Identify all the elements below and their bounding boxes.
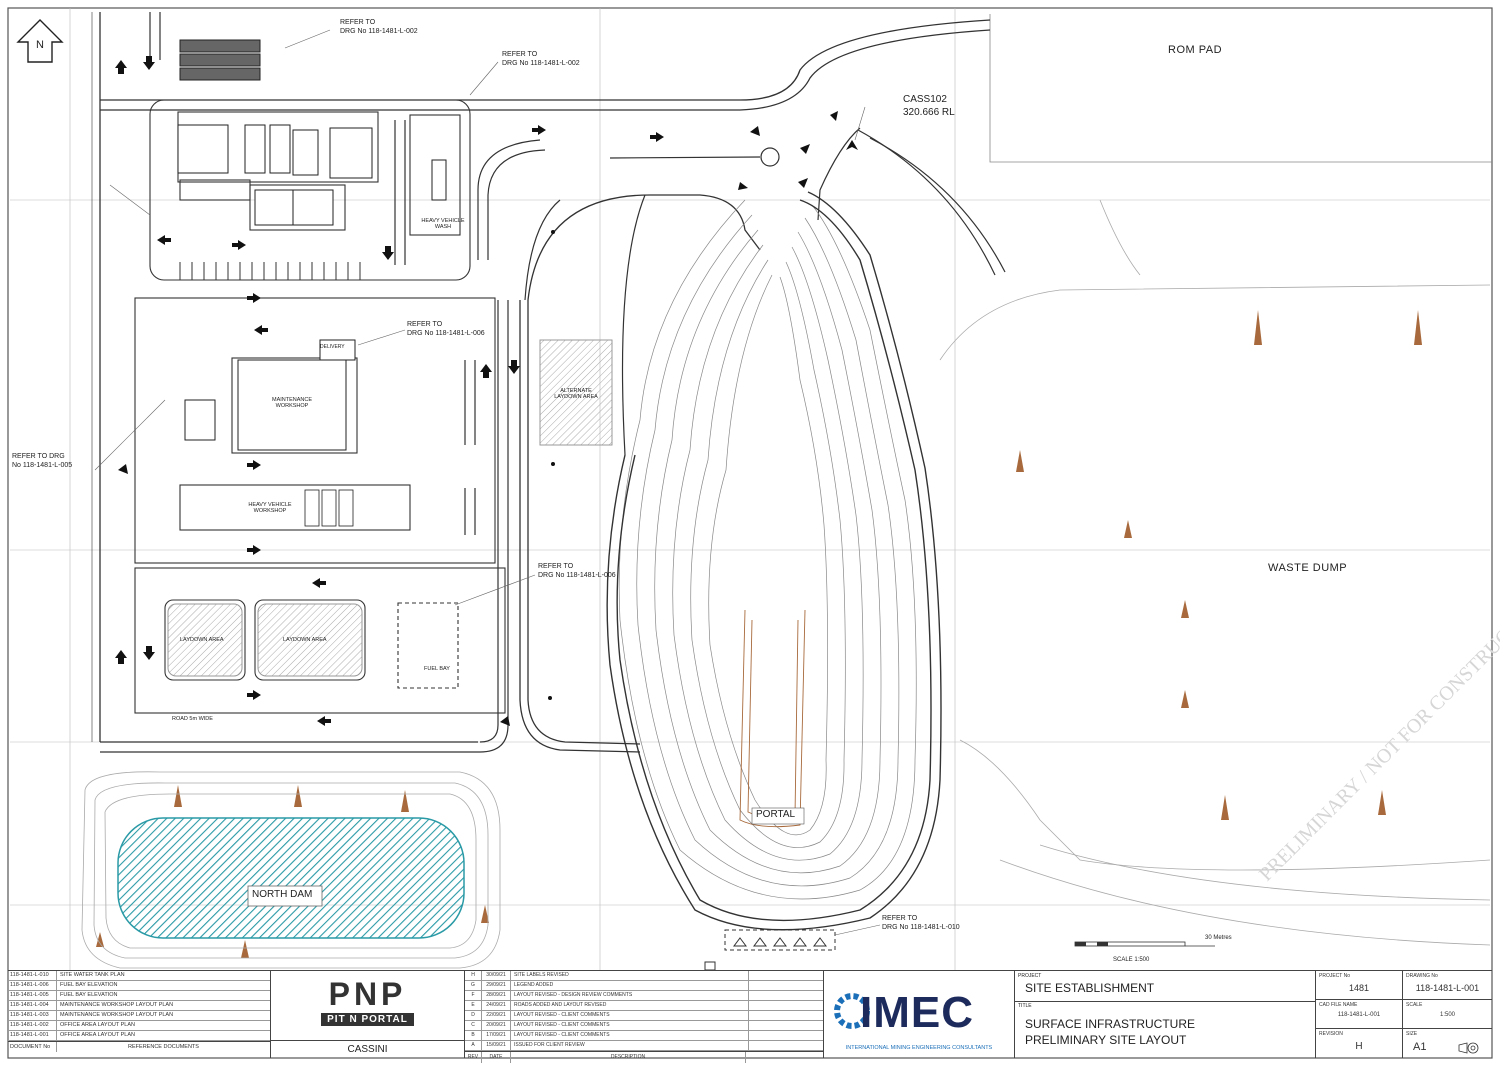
scale-field-label: SCALE bbox=[1406, 1002, 1423, 1008]
project-no-label: PROJECT No bbox=[1319, 973, 1351, 979]
pit-contours bbox=[618, 199, 917, 900]
drawing-no-label: DRAWING No bbox=[1406, 973, 1438, 979]
cass102-label: CASS102 bbox=[903, 94, 947, 105]
laydown-area-1-label: LAYDOWN AREA bbox=[180, 637, 224, 643]
scale-unit-label: 30 Metres bbox=[1205, 935, 1232, 941]
rom-pad-label: ROM PAD bbox=[1168, 44, 1223, 56]
drawing-info-panel: PROJECT No 1481 DRAWING No 118-1481-L-00… bbox=[1316, 971, 1492, 1058]
north-dam bbox=[81, 771, 501, 969]
title-line-1: SURFACE INFRASTRUCTURE bbox=[1025, 1017, 1196, 1031]
revision-field-label: REVISION bbox=[1319, 1031, 1343, 1037]
portal-label: PORTAL bbox=[756, 809, 796, 820]
north-dam-label: NORTH DAM bbox=[252, 889, 313, 900]
project-value: SITE ESTABLISHMENT bbox=[1025, 981, 1155, 995]
alternate-laydown-area bbox=[539, 339, 613, 446]
heavy-vehicle-wash-label: HEAVY VEHICLE WASH bbox=[421, 218, 465, 230]
title-line-2: PRELIMINARY SITE LAYOUT bbox=[1025, 1033, 1187, 1047]
cass102-rl-label: 320.666 RL bbox=[903, 107, 955, 118]
cad-file-label: CAD FILE NAME bbox=[1319, 1002, 1358, 1008]
alternate-laydown-label: ALTERNATE LAYDOWN AREA bbox=[554, 388, 598, 400]
maintenance-workshop-label: MAINTENANCE WORKSHOP bbox=[271, 397, 313, 409]
portal-boxcut bbox=[519, 194, 761, 753]
north-label: N bbox=[36, 39, 44, 51]
consultant-logo-panel: IMEC INTERNATIONAL MINING ENGINEERING CO… bbox=[824, 971, 1015, 1058]
traffic-arrows bbox=[115, 56, 838, 726]
cad-file-value: 118-1481-L-001 bbox=[1337, 1012, 1381, 1018]
project-field-label: PROJECT bbox=[1018, 973, 1042, 979]
gear-icon bbox=[834, 993, 870, 1029]
rom-pad-boundary bbox=[989, 14, 1492, 163]
projection-symbol-icon bbox=[1458, 1042, 1479, 1054]
title-field-label: TITLE bbox=[1018, 1003, 1032, 1009]
title-panel: PROJECT SITE ESTABLISHMENT TITLE SURFACE… bbox=[1015, 971, 1316, 1058]
portal-ramp bbox=[739, 609, 806, 828]
fuel-bay-label: FUEL BAY bbox=[424, 666, 450, 672]
pnp-logo: PNP bbox=[328, 976, 407, 1012]
pit-n-portal-logo: PIT N PORTAL bbox=[321, 1013, 414, 1026]
project-name: CASSINI bbox=[271, 1040, 464, 1055]
client-logo-panel: PNP PIT N PORTAL CASSINI bbox=[271, 971, 465, 1058]
imec-tagline: INTERNATIONAL MINING ENGINEERING CONSULT… bbox=[845, 1045, 993, 1051]
road-width-label: ROAD 5m WIDE bbox=[172, 716, 213, 722]
north-arrow-icon: N bbox=[16, 19, 64, 63]
project-no-value: 1481 bbox=[1348, 983, 1370, 993]
scale-bar bbox=[1074, 941, 1215, 947]
site-pad bbox=[134, 99, 506, 714]
size-value: A1 bbox=[1413, 1041, 1427, 1053]
delivery-label: DELIVERY bbox=[320, 344, 345, 350]
sheet-border bbox=[7, 7, 1493, 1059]
title-block bbox=[8, 970, 1492, 1059]
scale-label: SCALE 1:500 bbox=[1113, 957, 1150, 963]
waste-dump-contours bbox=[939, 199, 1491, 946]
size-field-label: SIZE bbox=[1406, 1031, 1418, 1037]
waste-dump-label: WASTE DUMP bbox=[1268, 562, 1348, 574]
imec-logo: IMEC bbox=[860, 988, 974, 1037]
slope-markers bbox=[96, 310, 1422, 958]
drawing-no-value: 118-1481-L-001 bbox=[1415, 983, 1480, 993]
office-buildings bbox=[177, 39, 447, 226]
scale-value: 1:500 bbox=[1439, 1012, 1455, 1018]
revision-value: H bbox=[1355, 1041, 1363, 1052]
laydown-area-2-label: LAYDOWN AREA bbox=[283, 637, 327, 643]
heavy-vehicle-workshop-label: HEAVY VEHICLE WORKSHOP bbox=[248, 502, 292, 514]
